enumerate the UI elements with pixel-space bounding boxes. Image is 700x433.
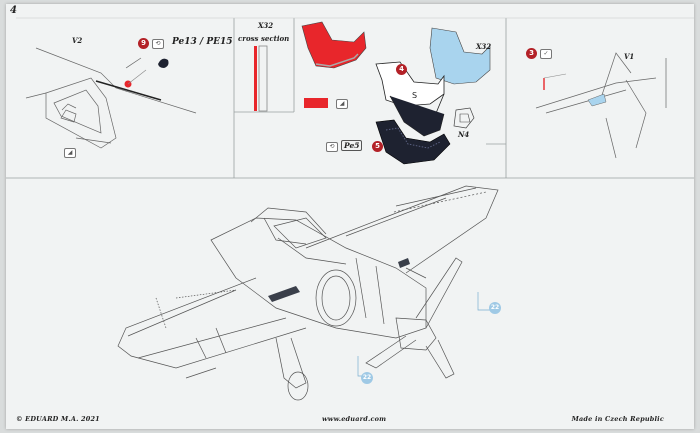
step-4-badge: 4	[396, 64, 407, 75]
x32-right-label: X32	[476, 42, 492, 51]
x32-left-label: X32	[258, 21, 274, 30]
v1-drawing	[535, 52, 667, 159]
sand-icon: ◢	[64, 148, 76, 158]
footer-copyright: © EDUARD M.A. 2021	[16, 415, 100, 423]
bend-icon: ⟲	[152, 39, 164, 49]
footer-website[interactable]: www.eduard.com	[322, 415, 387, 423]
cross-section-drawing	[254, 45, 268, 112]
bend-icon-2: ⟲	[326, 142, 338, 152]
step-9-badge: 9	[138, 38, 149, 49]
panel-dividers	[6, 17, 694, 179]
sand-icon-2: ◢	[336, 99, 348, 109]
step-3-badge: 3	[526, 48, 537, 59]
cross-section-label: cross section	[238, 34, 290, 43]
n4-label: N4	[458, 130, 470, 139]
callout-22-a: 22	[489, 302, 501, 314]
v2-drawing	[25, 47, 197, 149]
instruction-sheet: 4 V2 ◢ 9 ⟲ Pe13 / PE15 X32 cros	[6, 4, 694, 429]
step-9-parts: Pe13 / PE15	[172, 37, 233, 47]
step-5-badge: 5	[372, 141, 383, 152]
aircraft-drawing	[117, 185, 499, 401]
seat-parts-drawing: S	[301, 21, 491, 165]
step-5-part: Pe5	[341, 140, 363, 151]
part-bracket-icon	[158, 58, 169, 68]
svg-text:S: S	[412, 91, 417, 100]
check-icon: ✓	[540, 49, 552, 59]
v1-label: V1	[624, 52, 635, 61]
footer-origin: Made in Czech Republic	[571, 415, 664, 423]
v2-label: V2	[72, 36, 83, 45]
callout-22-b: 22	[361, 372, 373, 384]
page-number: 4	[10, 5, 17, 16]
